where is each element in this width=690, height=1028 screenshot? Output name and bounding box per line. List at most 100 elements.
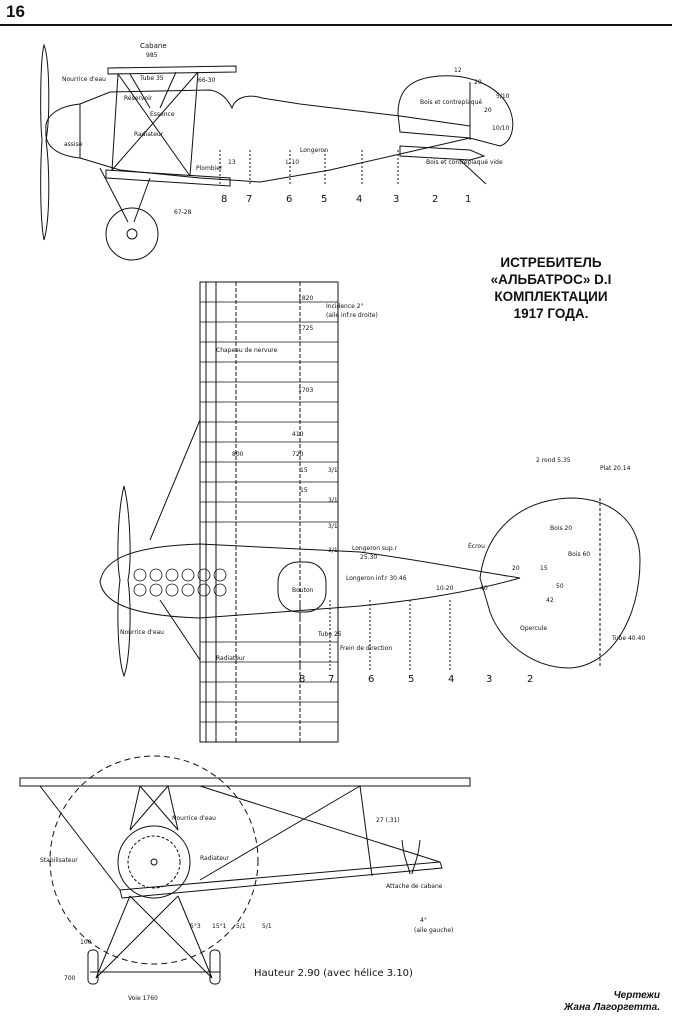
label-hauteur: Hauteur 2.90 (avec hélice 3.10) [254,967,413,979]
label-stabilisateur: Stabilisateur [40,857,78,864]
plan-frame-7: 7 [328,674,334,685]
label-bois-20: Bois 20 [550,525,572,532]
label-radiateur-front: Radiateur [200,855,230,862]
label-radiateur: Radiateur [134,131,164,138]
title-line-2: «АЛЬБАТРОС» D.I [490,272,612,287]
drawing-title: ИСТРЕБИТЕЛЬ «АЛЬБАТРОС» D.I КОМПЛЕКТАЦИИ… [466,254,636,322]
wing-dim-10: 3/1 [328,497,338,504]
label-bois-vide: Bois et contreplaqué vide [426,159,503,166]
plan-tailplane [479,497,641,669]
label-voie: Voie 1760 [128,995,158,1002]
side-fuselage-bottom [79,137,471,183]
wing-dim-17: 50 [556,583,564,590]
header-rule [0,24,672,26]
tail-dim-4: 20 [484,107,492,114]
front-dim-1: 5°3 [190,923,201,930]
wing-dim-14: 40 [480,585,488,592]
wing-dim-4: 410 [292,431,304,438]
label-100: 100 [80,939,92,946]
wing-dim-11: 3/1 [328,523,338,530]
credits-line-2: Жана Лагоргетта. [564,1002,660,1013]
tail-dim-5: 10/10 [492,125,509,132]
label-nourrice: Nourrice d'eau [62,76,106,83]
side-lower-wing [105,169,231,187]
label-longeron: Longeron [300,147,328,154]
front-dim-4: 5/1 [262,923,272,930]
label-longeron-sup: Longeron sup.r [352,545,398,552]
front-left-wheel [87,949,99,985]
label-nourrice-plan: Nourrice d'eau [120,629,164,636]
label-attache: Attache de cabane [386,883,443,890]
side-nose [45,103,81,159]
label-radiateur-plan: Radiateur [216,655,246,662]
front-right-wheel [209,949,221,985]
plan-cockpit [277,561,327,613]
side-wheel [105,207,159,261]
plan-view-labels: Incidence 2° (aile inf.re droite) Chapea… [120,295,645,685]
wing-dim-5: 800 [232,451,244,458]
label-27: 27 (.31) [376,817,400,824]
plan-frame-2: 2 [527,674,533,685]
side-fuselage-top [79,89,471,127]
front-view-labels: Nourrice d'eau Stabilisateur Radiateur 2… [40,815,453,1002]
plan-view [99,281,641,743]
front-view [19,755,471,985]
side-frame-6: 6 [286,194,292,205]
wing-dim-16: 15 [540,565,548,572]
label-l10: L-10 [286,159,299,166]
side-view [40,43,514,261]
label-66-30: 66-30 [198,77,216,84]
front-dim-3: 5/1 [236,923,246,930]
page-number: 16 [6,2,25,21]
side-frame-1: 1 [465,194,471,205]
wing-dim-15: 20 [512,565,520,572]
label-bois-contreplaque: Bois et contreplaqué [420,99,482,106]
wing-dim-13: 10-20 [436,585,454,592]
tail-dim-3: 5/10 [496,93,510,100]
label-reservoir: Réservoir [124,95,153,102]
plan-frame-8: 8 [299,674,305,685]
wing-dim-1: 1820 [298,295,313,302]
label-assise: assise [64,141,83,148]
label-chapeau: Chapeau de nervure [216,347,278,354]
title-line-4: 1917 ГОДА. [513,306,589,321]
label-cabane-dim: 985 [146,52,158,59]
side-frame-2: 2 [432,194,438,205]
front-lower-wing [119,861,443,899]
label-bois-60: Bois 60 [568,551,590,558]
front-fuselage [117,825,191,899]
plan-frame-4: 4 [448,674,454,685]
label-tube-25: Tube 25 [317,631,342,638]
label-rond: 2 rond 5.35 [536,457,571,464]
wing-dim-18: 42 [546,597,554,604]
side-frame-4: 4 [356,194,362,205]
plan-fuselage [99,543,521,619]
tail-dim-1: 12 [454,67,462,74]
label-67-28: 67-28 [174,209,192,216]
label-plat: Plat 20.14 [600,465,631,472]
plan-frame-6: 6 [368,674,374,685]
label-incidence: Incidence 2° [326,303,364,310]
label-aile-gauche: (aile gauche) [414,927,453,934]
label-700: 700 [64,975,76,982]
label-opercule: Opercule [520,625,547,632]
tail-dim-2: 20 [474,79,482,86]
side-frame-8: 8 [221,194,227,205]
label-ecrou: Écrou [468,542,485,550]
label-aile-inf: (aile inf.re droite) [326,312,378,319]
label-angle: 4° [420,917,427,924]
side-rudder [397,75,514,147]
front-dim-2: 15°1 [212,923,227,930]
wing-dim-9: 3/1 [328,467,338,474]
side-frame-7: 7 [246,194,252,205]
plan-wing [199,281,339,743]
side-propeller [40,43,50,241]
label-essence: Essence [150,111,175,118]
label-tube-tail: Tube 40.40 [611,635,645,642]
wing-dim-8: 15 [300,487,308,494]
wing-dim-3: 1703 [298,387,313,394]
label-cabane: Cabane [140,42,167,50]
front-propeller-disc [49,755,259,965]
label-tube: Tube 35 [139,75,164,82]
